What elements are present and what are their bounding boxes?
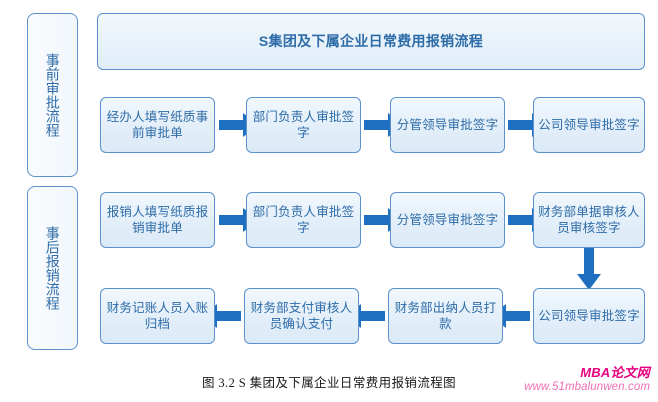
node-post-1-label: 报销人填写纸质报销审批单 xyxy=(106,205,209,235)
node-post-7-label: 财务部支付审核人员确认支付 xyxy=(250,301,353,331)
swimlane-post-reimbursement-label: 事后报销流程 xyxy=(44,226,61,310)
node-post-3: 分管领导审批签字 xyxy=(390,192,505,248)
node-post-8: 财务记账人员入账归档 xyxy=(100,288,215,344)
node-post-2-label: 部门负责人审批签字 xyxy=(252,205,355,235)
diagram-title-banner: S集团及下属企业日常费用报销流程 xyxy=(97,13,645,70)
swimlane-post-reimbursement: 事后报销流程 xyxy=(27,186,78,350)
node-pre-3-label: 分管领导审批签字 xyxy=(396,118,499,132)
swimlane-pre-approval: 事前审批流程 xyxy=(27,13,78,177)
node-post-7: 财务部支付审核人员确认支付 xyxy=(244,288,359,344)
node-post-3-label: 分管领导审批签字 xyxy=(396,213,499,227)
watermark-url: www.51mbalunwen.com xyxy=(524,380,650,393)
node-post-4: 财务部单据审核人员审核签字 xyxy=(533,192,645,248)
node-post-5-label: 公司领导审批签字 xyxy=(538,309,640,323)
node-pre-3: 分管领导审批签字 xyxy=(390,97,505,153)
figure-caption: 图 3.2 S 集团及下属企业日常费用报销流程图 xyxy=(201,376,457,390)
node-pre-1-label: 经办人填写纸质事前审批单 xyxy=(106,110,209,140)
node-pre-4: 公司领导审批签字 xyxy=(533,97,645,153)
node-post-2: 部门负责人审批签字 xyxy=(246,192,361,248)
node-pre-4-label: 公司领导审批签字 xyxy=(538,118,640,132)
node-post-5: 公司领导审批签字 xyxy=(533,288,645,344)
arrow-post-4-down-to-5 xyxy=(577,248,601,290)
node-post-8-label: 财务记账人员入账归档 xyxy=(106,301,209,331)
node-post-6: 财务部出纳人员打款 xyxy=(388,288,503,344)
node-pre-2: 部门负责人审批签字 xyxy=(246,97,361,153)
node-pre-2-label: 部门负责人审批签字 xyxy=(252,110,355,140)
node-post-6-label: 财务部出纳人员打款 xyxy=(394,301,497,331)
swimlane-pre-approval-label: 事前审批流程 xyxy=(44,53,61,137)
watermark-title: MBA论文网 xyxy=(580,365,650,380)
node-post-1: 报销人填写纸质报销审批单 xyxy=(100,192,215,248)
node-pre-1: 经办人填写纸质事前审批单 xyxy=(100,97,215,153)
node-post-4-label: 财务部单据审核人员审核签字 xyxy=(538,205,640,235)
diagram-title-text: S集团及下属企业日常费用报销流程 xyxy=(258,32,484,49)
watermark: MBA论文网 www.51mbalunwen.com xyxy=(500,365,650,395)
